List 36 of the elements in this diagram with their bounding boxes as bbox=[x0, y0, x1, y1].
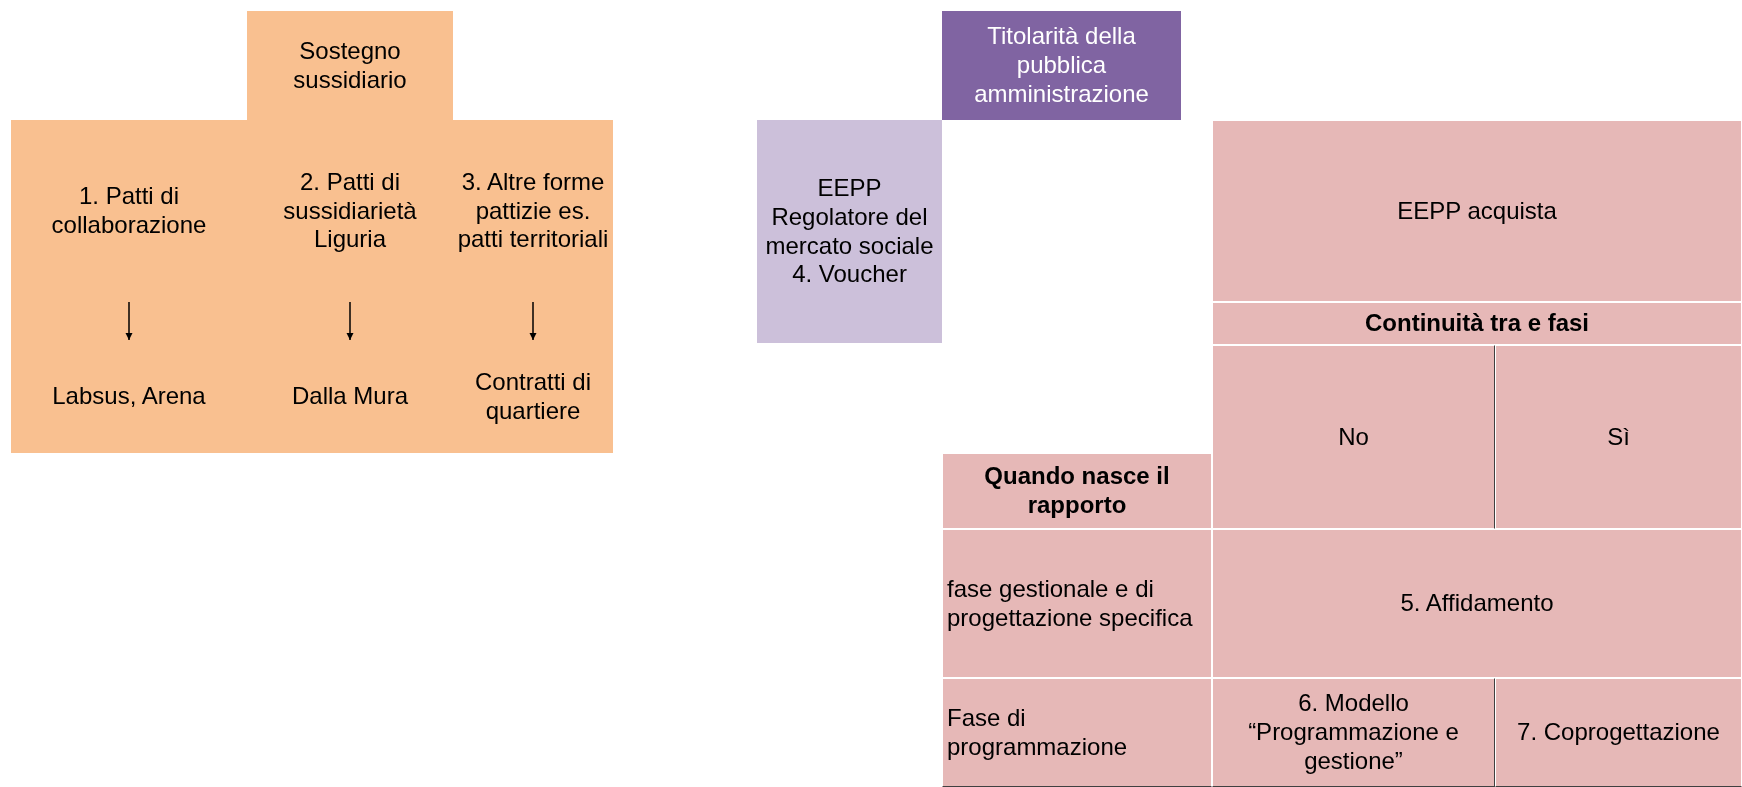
table-cell bbox=[1212, 302, 1742, 345]
cell-label: 3. Altre forme pattizie es. patti territoriali bbox=[457, 167, 609, 255]
cell-label: 7. Coprogettazione bbox=[1517, 718, 1720, 747]
table-cell bbox=[942, 453, 1212, 529]
cell-label: 6. Modello “Programmazione e gestione” bbox=[1247, 689, 1460, 776]
table-cell bbox=[1495, 678, 1742, 787]
cell-label: fase gestionale e di progettazione specifica bbox=[947, 574, 1194, 633]
cell-label: Labsus, Arena bbox=[52, 382, 206, 411]
cell-label: Titolarità della pubblica amministrazione bbox=[973, 22, 1150, 109]
cell-label: Quando nasce il rapporto bbox=[983, 462, 1171, 520]
table-cell bbox=[1212, 678, 1495, 787]
arrow bbox=[346, 301, 354, 341]
arrow bbox=[529, 301, 537, 341]
cell-label: 5. Affidamento bbox=[1400, 589, 1554, 618]
table-cell bbox=[1212, 345, 1495, 529]
cell-label: Sì bbox=[1607, 422, 1630, 452]
table-cell bbox=[1212, 529, 1742, 678]
cell-label: 1. Patti di collaborazione bbox=[50, 182, 208, 240]
table-cell bbox=[247, 11, 453, 120]
cell-label: 4. Voucher bbox=[792, 260, 907, 290]
table-cell bbox=[942, 11, 1181, 120]
table-cell bbox=[1212, 120, 1742, 302]
arrow bbox=[125, 301, 133, 341]
cell-label: Contratti di quartiere bbox=[473, 367, 593, 426]
cell-label: Dalla Mura bbox=[291, 382, 408, 411]
cell-label: Sostegno sussidiario bbox=[292, 36, 408, 95]
cell-label: Fase di programmazione bbox=[947, 703, 1129, 762]
cell-label: EEPP acquista bbox=[1397, 196, 1557, 226]
cell-label: EEPP Regolatore del mercato sociale bbox=[764, 173, 935, 261]
table-cell bbox=[757, 120, 942, 343]
cell-label: No bbox=[1338, 422, 1369, 452]
table-cell bbox=[942, 529, 1212, 678]
cell-label: 2. Patti di sussidiarietà Liguria bbox=[282, 167, 418, 255]
table-cell bbox=[942, 678, 1212, 787]
table-cell bbox=[1495, 345, 1742, 529]
cell-label: Continuità tra e fasi bbox=[1365, 309, 1589, 338]
